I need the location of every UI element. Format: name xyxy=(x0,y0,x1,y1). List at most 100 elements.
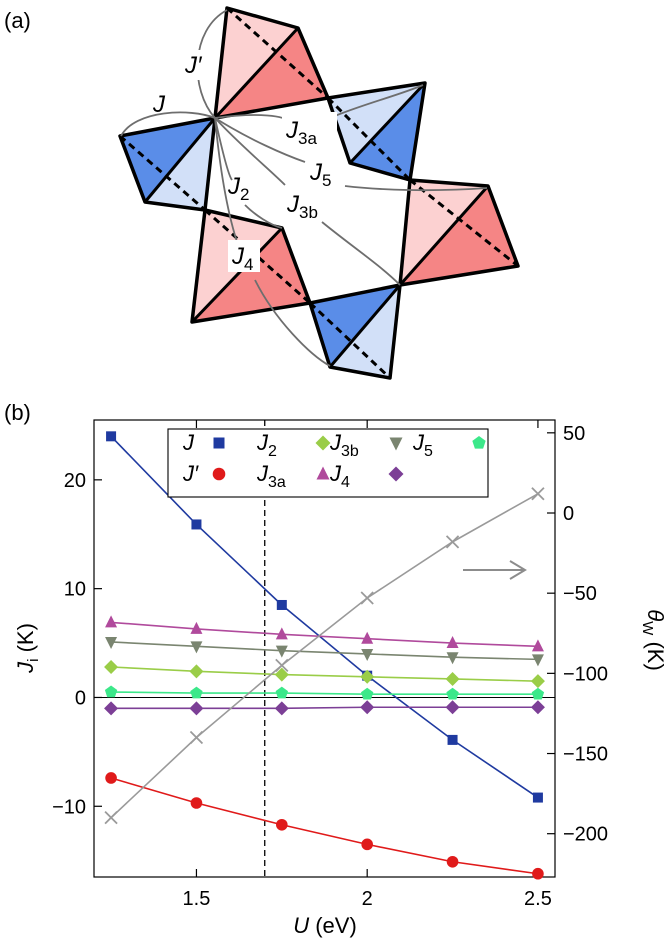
path-j5-left xyxy=(214,117,306,163)
series-3-point xyxy=(275,627,288,640)
series-5-point xyxy=(274,701,289,716)
series-7-point xyxy=(189,730,204,745)
legend-marker-5 xyxy=(388,466,404,482)
y-tick-label: 0 xyxy=(75,687,86,709)
series-4-point xyxy=(446,652,459,665)
y-tick-label: 10 xyxy=(64,579,86,601)
legend-label-4: J3b xyxy=(329,430,359,460)
label-j3b: J3b xyxy=(286,191,318,222)
y-tick-label: 20 xyxy=(64,470,86,492)
label-jprime: J′ xyxy=(184,52,203,79)
series-5-point xyxy=(530,700,545,715)
series-2-point xyxy=(189,664,204,679)
blue-square-left xyxy=(118,116,217,212)
series-7 xyxy=(104,487,545,825)
path-j4-top xyxy=(214,117,239,246)
series-2-line xyxy=(111,666,538,682)
series-7-point xyxy=(531,487,545,501)
label-bg-j3a xyxy=(282,112,337,146)
y-axis-label: Ji (K) xyxy=(13,623,42,674)
series-7-point-b xyxy=(104,811,118,825)
series-4-point xyxy=(105,636,118,649)
legend-label-3: J3a xyxy=(256,461,286,491)
series-2-point xyxy=(445,671,460,686)
right-axis-arrow xyxy=(463,560,527,580)
series-layer xyxy=(104,431,545,880)
path-j3a-right xyxy=(329,84,424,119)
blue-square-upper-right xyxy=(326,81,427,182)
legend-label-0: J xyxy=(182,430,195,455)
series-6-point xyxy=(531,687,545,700)
legend-marker-1 xyxy=(212,467,226,481)
series-0-point xyxy=(447,734,458,745)
series-7-point-b xyxy=(189,730,204,745)
series-6-line xyxy=(111,691,538,696)
series-7-point-b xyxy=(275,658,289,672)
series-3-point xyxy=(531,639,544,652)
series-0-point xyxy=(106,431,117,442)
series-6-point xyxy=(275,686,288,699)
panel-a: (a) xyxy=(4,6,520,380)
series-1-point xyxy=(190,797,203,809)
y2-tick-label: 50 xyxy=(563,423,585,445)
series-6-point xyxy=(190,686,203,699)
series-1-line xyxy=(110,777,539,875)
label-j2: J2 xyxy=(227,173,249,204)
label-bg-jprime xyxy=(180,50,212,80)
path-j xyxy=(120,111,216,137)
series-7-point xyxy=(104,811,118,825)
plot-frame xyxy=(93,419,556,878)
series-4-point xyxy=(275,645,288,658)
series-0-line xyxy=(110,435,539,799)
series-3-point xyxy=(446,636,459,649)
label-j: J xyxy=(152,91,166,118)
series-5-point xyxy=(445,700,460,715)
red-square-top xyxy=(213,6,330,120)
series-2-point xyxy=(530,674,545,689)
series-4-point xyxy=(361,648,374,661)
series-5-point xyxy=(360,700,375,715)
series-0-point xyxy=(191,519,202,530)
x-tick-label: 1.5 xyxy=(183,888,211,910)
series-0-point xyxy=(276,599,287,610)
legend-marker-2 xyxy=(315,435,331,451)
series-7-point-b xyxy=(360,591,374,605)
series-4-line xyxy=(111,641,538,661)
legend-label-6: J5 xyxy=(412,430,433,460)
x-tick-label: 2 xyxy=(362,888,373,910)
series-7-point-b xyxy=(531,487,545,501)
series-3-point xyxy=(105,615,118,628)
series-3-point xyxy=(361,631,374,644)
series-4 xyxy=(105,636,544,667)
y2-tick-label: −200 xyxy=(563,824,608,846)
legend-marker-0 xyxy=(213,437,225,449)
legend-label-2: J2 xyxy=(256,430,277,460)
series-5-point xyxy=(189,701,204,716)
series-7-point-b xyxy=(445,535,460,549)
series-1-point xyxy=(276,818,288,831)
legend-marker-3 xyxy=(316,466,330,480)
series-7-point xyxy=(445,535,460,549)
red-square-right xyxy=(398,178,520,287)
series-1-point xyxy=(532,867,544,880)
series-1 xyxy=(105,772,544,880)
series-6 xyxy=(104,685,545,700)
blue-square-bottom xyxy=(308,283,402,380)
series-4-point xyxy=(190,641,203,654)
series-2-point xyxy=(104,659,119,674)
series-7-point xyxy=(275,658,289,672)
legend-marker-4 xyxy=(389,437,403,451)
series-4-point xyxy=(531,654,544,667)
y-tick-label: −10 xyxy=(52,796,86,818)
series-3-point xyxy=(190,621,203,634)
path-j3b-bottom xyxy=(321,221,401,286)
path-j2-bottom xyxy=(244,204,283,229)
legend-label-5: J4 xyxy=(329,461,350,491)
path-j4-bottom xyxy=(254,279,331,367)
y2-axis-label: θW (K) xyxy=(639,609,664,671)
series-5-point xyxy=(104,701,119,716)
series-1-point xyxy=(361,838,373,851)
